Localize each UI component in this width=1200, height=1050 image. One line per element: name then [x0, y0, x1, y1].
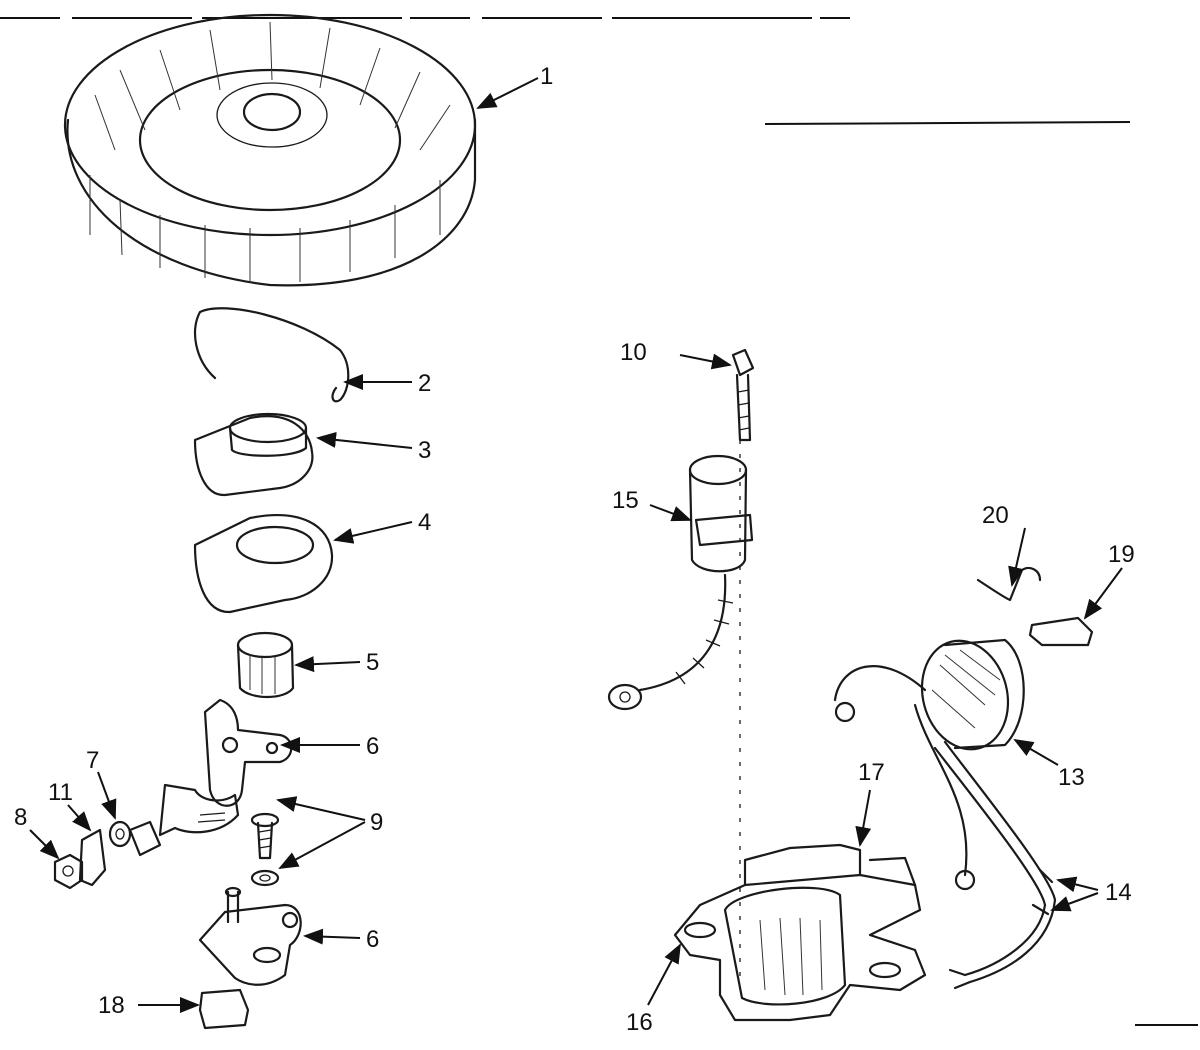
callout-1: 1	[540, 63, 553, 90]
felt-part	[198, 988, 250, 1030]
wire-clip-part	[976, 566, 1042, 602]
terminal-part	[78, 828, 107, 887]
callout-13: 13	[1058, 764, 1085, 791]
callout-5: 5	[366, 649, 379, 676]
coil-part	[833, 638, 1025, 891]
callout-10: 10	[620, 339, 647, 366]
callout-4: 4	[418, 509, 431, 536]
clip-spring-part	[193, 307, 350, 403]
callout-6-lower: 6	[366, 926, 379, 953]
top-rule-lines	[0, 17, 1198, 1026]
nut-part	[53, 853, 84, 890]
ignition-lead-part	[933, 740, 1057, 990]
condenser-part	[607, 454, 754, 711]
bushing-part	[236, 631, 295, 698]
callout-7: 7	[86, 747, 99, 774]
callout-18: 18	[98, 992, 125, 1019]
callout-6-upper: 6	[366, 733, 379, 760]
breaker-arm-part	[128, 698, 293, 857]
spacer-part	[108, 820, 132, 848]
felt-pad-part	[1028, 616, 1094, 647]
screw-washer-part	[250, 812, 280, 887]
callout-11: 11	[48, 779, 73, 806]
callout-17: 17	[858, 759, 885, 786]
callout-19: 19	[1108, 541, 1135, 568]
callout-14: 14	[1105, 879, 1132, 906]
callout-labels: 1 2 3 4 5 6 7 11 8 9 6 18 10 15 20 19 13…	[14, 63, 1135, 1036]
base-plate-part	[198, 886, 302, 986]
callout-9: 9	[370, 809, 383, 836]
flywheel-part	[63, 13, 477, 287]
callout-3: 3	[418, 437, 431, 464]
callout-15: 15	[612, 487, 639, 514]
gasket-plate-part	[193, 514, 334, 614]
shield-plate-part	[193, 412, 314, 497]
callout-20: 20	[982, 502, 1009, 529]
callout-16: 16	[626, 1009, 653, 1036]
condenser-screw-part	[731, 348, 755, 442]
callout-8: 8	[14, 804, 27, 831]
callout-2: 2	[418, 370, 431, 397]
armature-bracket-part	[673, 843, 927, 1022]
leader-lines	[29, 77, 1123, 1013]
